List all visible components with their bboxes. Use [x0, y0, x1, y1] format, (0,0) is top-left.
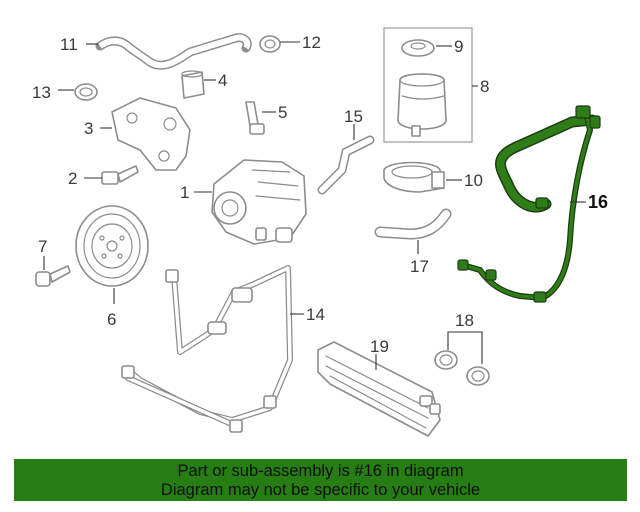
info-banner: Part or sub-assembly is #16 in diagram D… [14, 459, 627, 501]
banner-line-1: Part or sub-assembly is #16 in diagram [177, 462, 464, 480]
callout-13[interactable]: 13 [32, 83, 51, 102]
part-15-hose[interactable] [317, 135, 375, 195]
part-2-bolt[interactable] [101, 165, 139, 185]
callout-17[interactable]: 17 [410, 257, 429, 276]
part-7-bolt[interactable] [35, 265, 71, 287]
callout-6[interactable]: 6 [107, 310, 116, 329]
callout-18[interactable]: 18 [455, 311, 474, 330]
part-9-cap[interactable] [401, 39, 435, 57]
part-8-reservoir[interactable] [383, 27, 473, 143]
parts-diagram: 11 12 13 4 3 5 2 [32, 27, 608, 437]
callout-12[interactable]: 12 [302, 33, 321, 52]
banner-line-2: Diagram may not be specific to your vehi… [160, 481, 481, 499]
part-10-clamp[interactable] [383, 161, 445, 193]
callout-5[interactable]: 5 [278, 103, 287, 122]
callout-7[interactable]: 7 [38, 237, 47, 256]
leader-18 [447, 331, 483, 364]
part-17-hose[interactable] [374, 208, 452, 240]
callout-3[interactable]: 3 [84, 119, 93, 138]
part-16-hose-assembly[interactable] [457, 105, 601, 303]
callout-8[interactable]: 8 [480, 77, 489, 96]
part-6-pulley[interactable] [75, 205, 149, 287]
part-19-cooler[interactable] [317, 341, 441, 437]
part-3-bracket[interactable] [111, 97, 191, 171]
part-11-hose[interactable] [95, 33, 252, 70]
part-13-clamp[interactable] [74, 83, 98, 101]
callout-9[interactable]: 9 [454, 37, 463, 56]
part-18-clamp-right[interactable] [466, 366, 490, 386]
part-5-bolt[interactable] [245, 101, 265, 135]
callout-10[interactable]: 10 [464, 171, 483, 190]
callout-14[interactable]: 14 [306, 305, 325, 324]
part-18-clamp-left[interactable] [434, 350, 458, 370]
part-1-pump[interactable] [211, 159, 307, 245]
callout-15[interactable]: 15 [344, 107, 363, 126]
part-12-clamp[interactable] [259, 35, 281, 53]
callout-16[interactable]: 16 [588, 192, 608, 212]
callout-11[interactable]: 11 [60, 35, 78, 54]
callout-4[interactable]: 4 [218, 71, 227, 90]
part-14-pressure-line[interactable] [121, 265, 293, 433]
callout-2[interactable]: 2 [68, 169, 77, 188]
callout-1[interactable]: 1 [180, 183, 189, 202]
part-4-bushing[interactable] [181, 70, 205, 99]
callout-19[interactable]: 19 [370, 337, 389, 356]
